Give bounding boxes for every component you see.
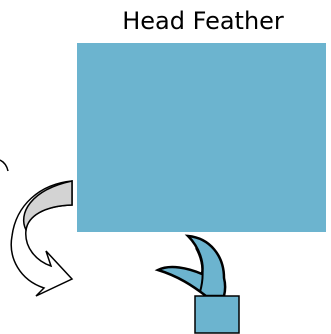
curved-arrow-icon [10,180,74,297]
curved-arrow-top-face [22,180,73,233]
feather-blades [154,234,227,298]
blue-panel [77,43,326,232]
feather-crease [195,247,204,293]
diagram-title: Head Feather [122,7,284,35]
feather-icon [154,234,240,334]
square-base-icon [194,295,240,334]
edge-tick-mark [0,159,9,172]
